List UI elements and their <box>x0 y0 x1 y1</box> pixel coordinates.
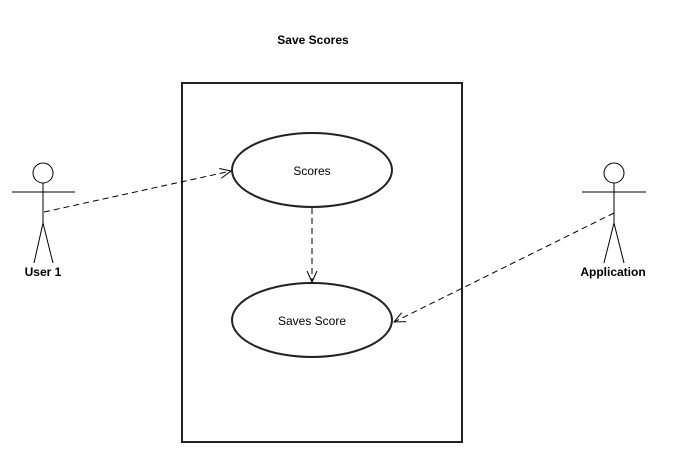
connector-application-to-saves-score[interactable] <box>392 212 615 323</box>
use-case-saves-score-label: Saves Score <box>278 314 346 328</box>
actor-user-left-leg <box>33 222 44 264</box>
use-case-scores-label: Scores <box>293 164 330 178</box>
actor-user[interactable]: User 1 <box>12 162 75 279</box>
actor-application-label: Application <box>580 265 645 279</box>
actor-application[interactable]: Application <box>580 162 646 279</box>
actor-application-left-leg <box>603 222 615 264</box>
use-case-saves-score[interactable]: Saves Score <box>231 282 393 358</box>
actor-application-right-leg <box>613 222 625 264</box>
actor-user-right-leg <box>42 222 54 264</box>
diagram-title: Save Scores <box>277 33 349 47</box>
actor-user-label: User 1 <box>25 265 62 279</box>
actor-user-head <box>32 162 54 184</box>
system-boundary <box>181 82 463 443</box>
connector-user-to-scores[interactable] <box>43 167 233 213</box>
actor-application-head <box>603 162 625 184</box>
use-case-scores[interactable]: Scores <box>231 132 393 208</box>
